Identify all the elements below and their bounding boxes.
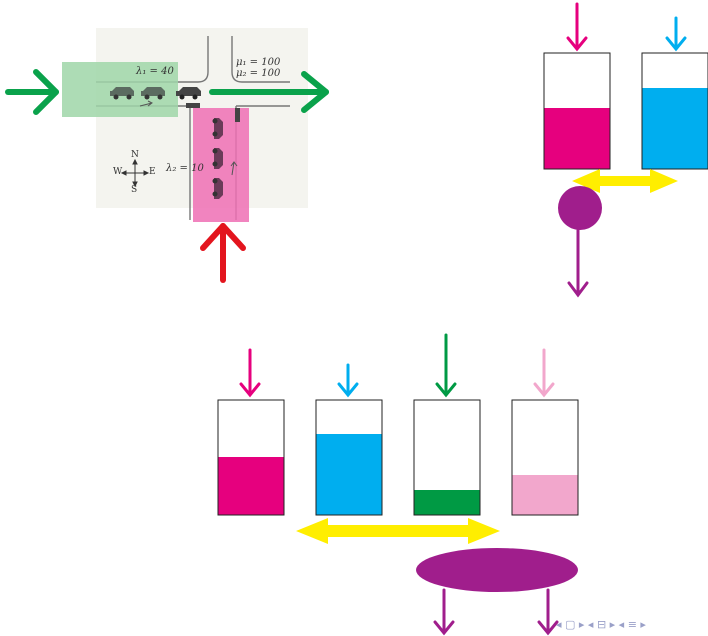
queue-frame	[543, 52, 611, 170]
output-arrow	[433, 588, 455, 636]
queue-fill-level	[512, 475, 578, 515]
compass-south-label: S	[131, 185, 138, 195]
mu1-label: μ₁ = 100	[236, 57, 281, 68]
northbound-car	[212, 117, 223, 139]
green-output-arrow	[209, 71, 329, 113]
eastbound-car	[176, 87, 201, 100]
server-circle	[558, 186, 602, 230]
queue-buffer-green	[413, 399, 481, 516]
lambda1-label: λ₁ = 40	[136, 66, 174, 77]
turn-arrow-icon	[139, 100, 153, 107]
mu2-label: μ₂ = 100	[236, 68, 281, 79]
queue-buffer-magenta	[217, 399, 285, 516]
queue-frame	[315, 399, 383, 516]
eastbound-car	[141, 87, 165, 100]
compass-east-label: E	[149, 167, 156, 177]
queue-buffer-cyan	[315, 399, 383, 516]
queue-frame	[511, 399, 579, 516]
queue-buffer-magenta	[543, 52, 611, 170]
traffic-light-icon	[186, 103, 200, 108]
compass-north-label: N	[131, 150, 139, 160]
queue-fill-level	[414, 490, 480, 515]
queue-fill-level	[544, 108, 610, 169]
queue-buffer-cyan	[641, 52, 708, 170]
traffic-light-icon	[235, 108, 240, 122]
green-input-arrow	[5, 69, 59, 115]
lambda2-label: λ₂ = 10	[166, 163, 204, 174]
output-arrow	[567, 228, 589, 298]
yellow-switch-arrow	[572, 169, 678, 193]
queue-fill-level	[316, 434, 382, 515]
northbound-car	[212, 147, 223, 169]
output-arrow	[537, 588, 559, 636]
compass-rose-icon	[120, 158, 150, 188]
queue-buffer-light-pink	[511, 399, 579, 516]
red-input-arrow	[200, 223, 246, 283]
eastbound-car	[110, 87, 134, 100]
northbound-car	[212, 177, 223, 199]
green-input-arrow	[435, 333, 457, 398]
magenta-input-arrow	[566, 2, 588, 52]
queue-frame	[217, 399, 285, 516]
magenta-input-arrow	[239, 348, 261, 398]
yellow-switch-arrow	[296, 518, 500, 544]
cyan-input-arrow	[665, 16, 687, 52]
cyan-input-arrow	[337, 363, 359, 398]
queue-fill-level	[642, 88, 708, 169]
server-ellipse	[416, 548, 578, 592]
turn-arrow-icon	[230, 161, 238, 176]
queue-frame	[413, 399, 481, 516]
light-pink-input-arrow	[533, 348, 555, 398]
queue-fill-level	[218, 457, 284, 515]
slide-navigation-controls[interactable]: ◂ ▢ ▸ ◂ ⊟ ▸ ◂ ≡ ▸	[556, 618, 646, 631]
queue-frame	[641, 52, 708, 170]
compass-west-label: W	[113, 167, 123, 177]
